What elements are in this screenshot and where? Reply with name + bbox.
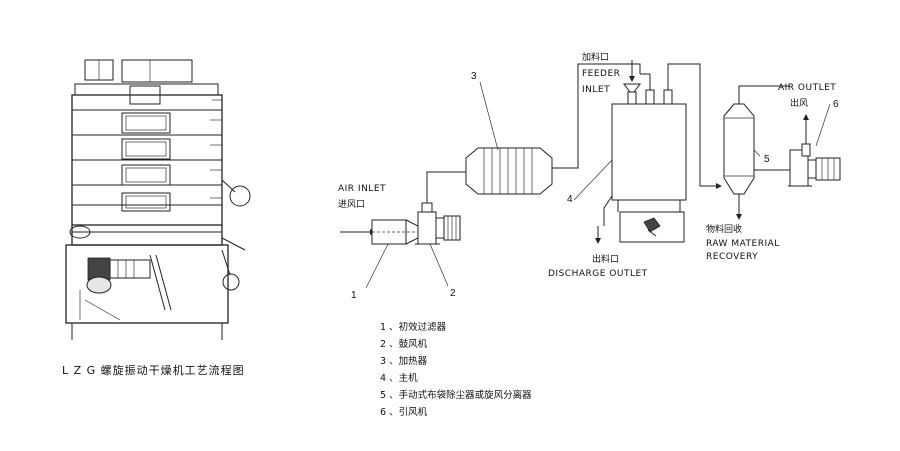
air-outlet-label-en: AIR OUTLET [778,83,836,93]
callout-5: 5 [764,154,770,165]
legend-item: 4 、主机 [380,372,418,384]
callout-2: 2 [450,288,456,299]
primary-filter [371,219,419,245]
cyclone-separator [723,85,790,220]
callout-6: 6 [833,99,839,110]
legend-item: 2 、鼓风机 [380,338,428,350]
air-inlet-label-en: AIR INLET [338,184,386,194]
discharge-label-en: DISCHARGE OUTLET [548,269,648,279]
air-outlet-label-cn: 出风 [790,97,808,109]
feeder-inlet: 加料口 FEEDER INLET [582,51,641,107]
raw-recovery-label-en2: RECOVERY [706,252,758,262]
legend-item: 3 、加热器 [380,355,428,367]
callout-3: 3 [471,71,477,82]
legend-item: 5 、手动式布袋除尘器或旋风分离器 [380,389,532,401]
air-inlet-label-cn: 进风口 [338,199,365,210]
callout-4: 4 [567,194,573,205]
legend-item: 6 、引风机 [380,406,428,418]
induced-draft-fan [754,114,841,187]
discharge-label-cn: 出料口 [592,253,619,265]
diagram-title: L Z G 螺旋振动干燥机工艺流程图 [62,363,245,377]
blower [415,202,461,245]
legend-item: 1 、初效过滤器 [380,321,447,333]
heater [465,147,553,195]
main-machine [595,63,722,244]
feeder-label-en1: FEEDER [582,69,620,79]
callout-1: 1 [351,290,357,301]
feeder-label-en2: INLET [582,85,610,95]
raw-recovery-label-cn: 物料回收 [706,223,742,235]
legend: 1 、初效过滤器 2 、鼓风机 3 、加热器 4 、主机 5 、手动式布袋除尘器… [380,321,532,418]
raw-recovery-label-en1: RAW MATERIAL [706,239,780,249]
lzg-dryer-machine [65,59,251,340]
feeder-label-cn: 加料口 [582,51,609,63]
